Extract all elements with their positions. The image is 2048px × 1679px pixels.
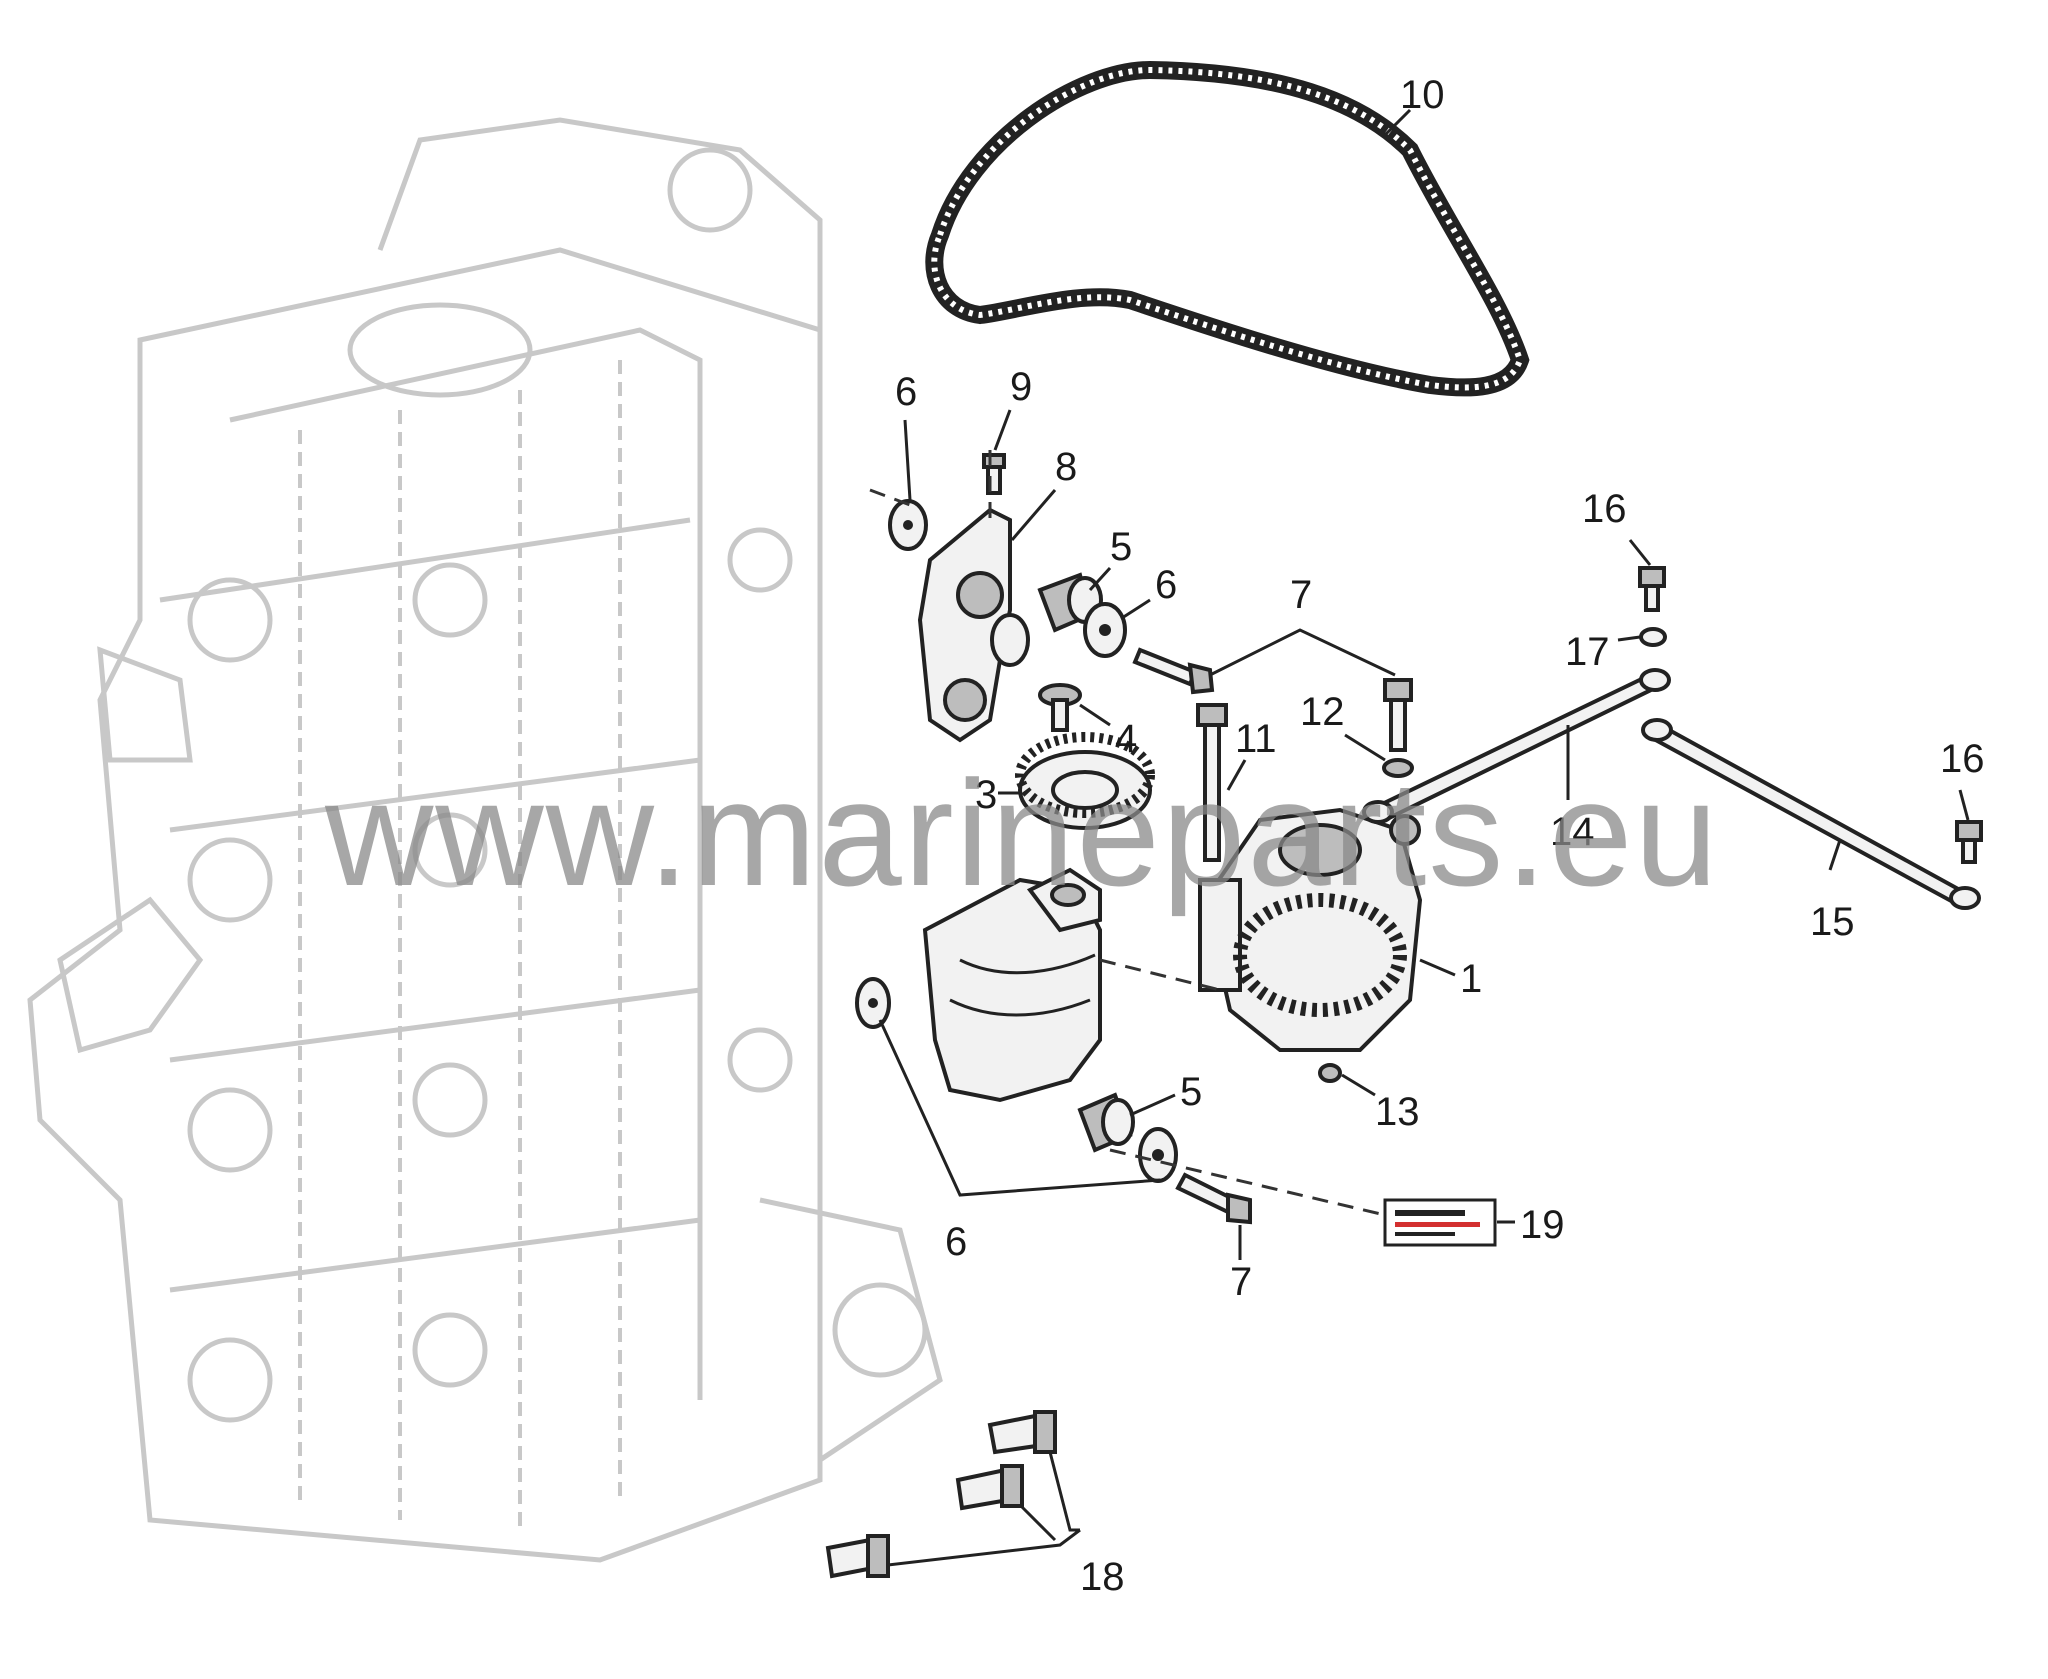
callout-8: 8 [1055, 445, 1077, 489]
bolt-icon [1638, 566, 1666, 612]
watermark-text: www.marineparts.eu [324, 749, 1720, 917]
alternator-icon [1198, 807, 1423, 1052]
bolt-icon [1955, 820, 1983, 864]
callout-6-top: 6 [895, 370, 917, 414]
bushing-icon [1077, 1092, 1135, 1153]
callout-1: 1 [1460, 957, 1482, 1001]
strap-14-icon [1362, 668, 1671, 824]
nut-icon [1318, 1063, 1342, 1083]
callout-labels: 1 3 4 5 5 6 6 6 7 7 8 9 10 11 12 13 14 1… [895, 73, 1985, 1599]
bolt-icon [1175, 1172, 1252, 1225]
screw-icon [987, 1410, 1057, 1455]
callout-13: 13 [1375, 1090, 1420, 1134]
callout-11: 11 [1235, 717, 1277, 761]
washer-hole [903, 520, 913, 530]
callout-5-upper: 5 [1110, 525, 1132, 569]
washer-icon [1639, 627, 1667, 647]
screw-icon [825, 1534, 890, 1579]
tensioner-bracket [917, 507, 1030, 743]
callout-7-lower: 7 [1230, 1260, 1252, 1304]
callout-17: 17 [1565, 630, 1610, 674]
screw-icon [955, 1464, 1024, 1511]
callout-7-upper: 7 [1290, 573, 1312, 617]
pulley-icon [1015, 732, 1155, 830]
engine-block [27, 117, 943, 1563]
callout-16-right: 16 [1940, 737, 1985, 781]
callout-15: 15 [1810, 900, 1855, 944]
bolt-icon [1132, 647, 1215, 695]
callout-6-right: 6 [1155, 563, 1177, 607]
callout-5-lower: 5 [1180, 1070, 1202, 1114]
washer-hole [868, 998, 878, 1008]
callout-3: 3 [975, 773, 997, 817]
callout-18: 18 [1080, 1555, 1125, 1599]
callout-14: 14 [1550, 810, 1595, 854]
callout-12: 12 [1300, 690, 1345, 734]
long-bolt-icon [1196, 703, 1228, 862]
bolt-icon [1038, 683, 1082, 732]
callout-19: 19 [1520, 1203, 1565, 1247]
label-decal-icon [1383, 1198, 1497, 1247]
bolt-icon [1383, 678, 1413, 752]
drive-belt [925, 60, 1530, 397]
callout-4: 4 [1115, 717, 1137, 761]
washer-hole [1152, 1149, 1164, 1161]
washer-hole [1099, 624, 1111, 636]
callout-16-top: 16 [1582, 487, 1627, 531]
callout-9: 9 [1010, 365, 1032, 409]
callout-6-lower: 6 [945, 1220, 967, 1264]
callout-10: 10 [1400, 73, 1445, 117]
washer-icon [1382, 758, 1414, 778]
strap-15-icon [1641, 718, 1981, 910]
leader-lines [869, 108, 1970, 1567]
tensioner-assembly [922, 867, 1102, 1103]
small-bolt-icon [982, 453, 1006, 495]
